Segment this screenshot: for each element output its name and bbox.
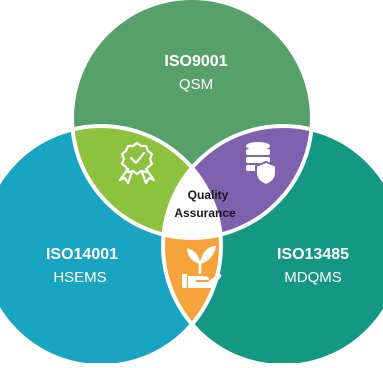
right-code: ISO13485: [277, 246, 349, 263]
left-code: ISO14001: [46, 246, 118, 263]
top-code: ISO9001: [164, 53, 227, 70]
overlap-top-left: [72, 126, 221, 238]
center-line1: Quality: [188, 188, 229, 202]
database-shield-icon: [246, 142, 277, 187]
right-name: MDQMS: [284, 269, 342, 286]
top-name: QSM: [179, 76, 213, 93]
left-name: HSEMS: [53, 269, 106, 286]
center-line2: Assurance: [174, 206, 236, 220]
overlap-top-right: [163, 126, 312, 238]
plant-in-hand-icon: [182, 246, 222, 288]
certificate-badge-icon: [118, 141, 156, 185]
